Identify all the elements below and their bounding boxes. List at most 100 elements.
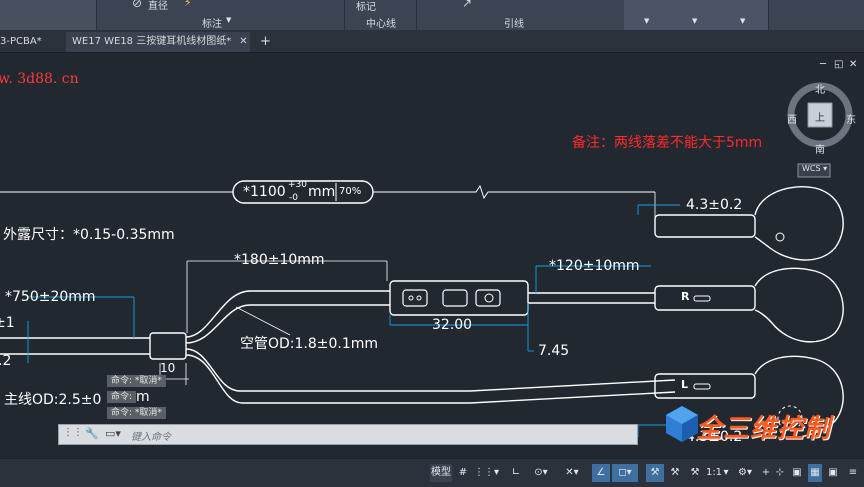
command-history-line: 命令: bbox=[107, 391, 137, 403]
ribbon-dropdown-1[interactable]: ▼ bbox=[624, 0, 673, 30]
tab-label: WE17 WE18 三按键耳机线材图纸* bbox=[72, 36, 232, 47]
chevron-down-icon: ▼ bbox=[740, 17, 746, 25]
drawing-canvas[interactable]: w. 3d88. cn 备注：两线落差不能大于5mm *1100 +30 -0 … bbox=[0, 53, 864, 458]
hardware-acceleration-icon[interactable]: ▣ bbox=[792, 467, 802, 478]
clean-screen-icon[interactable]: ▦ bbox=[808, 464, 822, 482]
main-od-label: 主线OD:2.5±0 bbox=[4, 392, 102, 408]
tab-pcba[interactable]: 3-PCBA* bbox=[0, 32, 62, 52]
brand-logo: 全三维控制 bbox=[662, 404, 864, 444]
dim-10: 10 bbox=[160, 361, 176, 375]
object-snap-icon[interactable]: ◻▾ bbox=[612, 464, 638, 482]
status-bar: 模型 # ⋮⋮▾ ∟ ⊙▾ ✕▾ ∠ ◻▾ ⚒ ⚒ ⚒ 1:1 ▾ ⚙▾ + ⊹… bbox=[0, 458, 864, 487]
left-tolerance: ±1 bbox=[0, 315, 15, 331]
grip-icon[interactable]: ⋮⋮ bbox=[63, 427, 83, 438]
mark-label[interactable]: 标记 bbox=[356, 2, 376, 13]
new-tab-button[interactable]: + bbox=[254, 32, 276, 52]
ribbon-dropdown-3[interactable]: ▼ bbox=[720, 0, 769, 30]
dim-32: 32.00 bbox=[432, 317, 473, 333]
break-line bbox=[373, 184, 655, 200]
snap-icon[interactable]: ⋮⋮▾ bbox=[474, 467, 500, 478]
total-tol-lower: -0 bbox=[289, 193, 298, 203]
remote-button-left bbox=[402, 289, 428, 307]
isodraft-icon[interactable]: ✕▾ bbox=[565, 467, 579, 478]
plus-icon[interactable]: + bbox=[761, 467, 771, 478]
dim-120: *120±10mm bbox=[549, 258, 640, 274]
drawing-geometry bbox=[0, 82, 853, 438]
remote-button-middle bbox=[442, 289, 468, 307]
total-length-label: *1100 bbox=[243, 184, 286, 200]
diameter-label[interactable]: 直径 bbox=[148, 1, 168, 12]
wcs-menu[interactable]: WCS ▾ bbox=[802, 164, 828, 173]
dimension-style-icon[interactable]: ⚡ bbox=[184, 0, 192, 9]
earbud-left-head bbox=[754, 355, 844, 438]
command-history-line: 命令: *取消* bbox=[107, 375, 166, 387]
customize-status-icon[interactable]: ▣ bbox=[828, 467, 838, 478]
grid-icon[interactable]: # bbox=[458, 467, 468, 478]
compass-west[interactable]: 西 bbox=[787, 115, 797, 126]
lower-branch-b bbox=[185, 354, 676, 404]
chevron-down-icon: ▼ bbox=[644, 17, 650, 25]
auto-scale-icon[interactable]: ⚒ bbox=[670, 467, 680, 478]
drawing-note: 备注：两线落差不能大于5mm bbox=[572, 135, 763, 151]
earbud-right-stem bbox=[654, 285, 756, 311]
earbud-l-marker: L bbox=[681, 378, 689, 391]
ortho-icon[interactable]: ∟ bbox=[511, 467, 521, 478]
upper-branch-b bbox=[185, 304, 390, 344]
chevron-down-icon: ▼ bbox=[692, 17, 698, 25]
customize-wrench-icon[interactable]: 🔧 bbox=[85, 427, 99, 440]
chevron-down-icon[interactable]: ▾ bbox=[723, 467, 729, 478]
ribbon-panel-dimension[interactable] bbox=[0, 0, 97, 30]
plus-icon: + bbox=[260, 34, 271, 49]
view-cube-top-face[interactable]: 上 bbox=[815, 113, 825, 124]
file-tab-bar: 3-PCBA* WE17 WE18 三按键耳机线材图纸* ✕ + bbox=[0, 30, 864, 53]
compass-north[interactable]: 北 bbox=[815, 85, 825, 96]
y-splitter bbox=[149, 332, 187, 360]
compass-south[interactable]: 南 bbox=[815, 145, 825, 156]
menu-icon[interactable]: ≡ bbox=[848, 467, 858, 478]
ribbon-panel-centerline[interactable]: 标记 中心线 bbox=[344, 0, 417, 30]
tab-we17-we18[interactable]: WE17 WE18 三按键耳机线材图纸* ✕ bbox=[66, 32, 250, 52]
dim-750: *750±20mm bbox=[5, 289, 96, 305]
view-cube bbox=[787, 82, 853, 148]
polar-tracking-icon[interactable]: ⊙▾ bbox=[534, 467, 548, 478]
ribbon-panel-leader[interactable]: ↗ 引线 bbox=[416, 0, 625, 30]
exposed-size-label: 外露尺寸：*0.15-0.35mm bbox=[3, 227, 175, 243]
command-line[interactable]: ⋮⋮ 🔧 ▭▾ 键入命令 bbox=[58, 424, 638, 445]
tube-od-label: 空管OD:1.8±0.1mm bbox=[240, 336, 379, 352]
total-percent: 70% bbox=[339, 186, 362, 197]
restore-viewport-button[interactable]: ◱ bbox=[834, 59, 844, 70]
inline-remote bbox=[389, 280, 529, 316]
centerline-label[interactable]: 中心线 bbox=[366, 19, 396, 30]
command-input[interactable]: 键入命令 bbox=[131, 432, 171, 443]
diameter-icon[interactable]: ⊘ bbox=[132, 0, 143, 10]
remote-button-right bbox=[475, 289, 501, 307]
annotation-scale-value[interactable]: 1:1 bbox=[705, 467, 723, 478]
annotation-visibility-icon[interactable]: ⚒ bbox=[646, 464, 664, 482]
recent-commands-icon[interactable]: ▭▾ bbox=[105, 427, 121, 440]
ribbon-dropdown-2[interactable]: ▼ bbox=[672, 0, 721, 30]
command-history-line: 命令: *取消* bbox=[107, 407, 166, 419]
earbud-left-stem bbox=[654, 373, 756, 399]
dim-4-3-top: 4.3±0.2 bbox=[686, 197, 743, 213]
dim-180: *180±10mm bbox=[234, 252, 325, 268]
isolate-objects-icon[interactable]: ⊹ bbox=[775, 467, 785, 478]
minimize-viewport-button[interactable]: ─ bbox=[820, 59, 827, 70]
ribbon-panel-annotation[interactable]: ⊘ 直径 ⚡ 标注 ▼ bbox=[96, 0, 345, 30]
compass-east[interactable]: 东 bbox=[846, 115, 856, 126]
close-icon[interactable]: ✕ bbox=[239, 36, 248, 47]
earbud-right-head bbox=[754, 267, 844, 343]
workspace-gear-icon[interactable]: ⚙▾ bbox=[738, 467, 752, 478]
earbud-top-head bbox=[754, 186, 844, 261]
annotation-panel-label[interactable]: 标注 bbox=[202, 19, 222, 30]
object-snap-tracking-icon[interactable]: ∠ bbox=[592, 464, 610, 482]
leader-panel-label[interactable]: 引线 bbox=[504, 19, 524, 30]
leader-icon[interactable]: ↗ bbox=[462, 0, 473, 10]
chevron-down-icon[interactable]: ▼ bbox=[226, 16, 232, 24]
dim-7-45: 7.45 bbox=[538, 343, 570, 359]
model-space-button[interactable]: 模型 bbox=[430, 464, 452, 482]
tab-label: 3-PCBA* bbox=[0, 36, 42, 47]
total-unit: mm bbox=[308, 184, 336, 200]
brand-logo-text: 全三维控制 bbox=[696, 414, 832, 444]
annotation-scale-icon[interactable]: ⚒ bbox=[690, 467, 700, 478]
close-viewport-button[interactable]: ✕ bbox=[849, 59, 858, 70]
